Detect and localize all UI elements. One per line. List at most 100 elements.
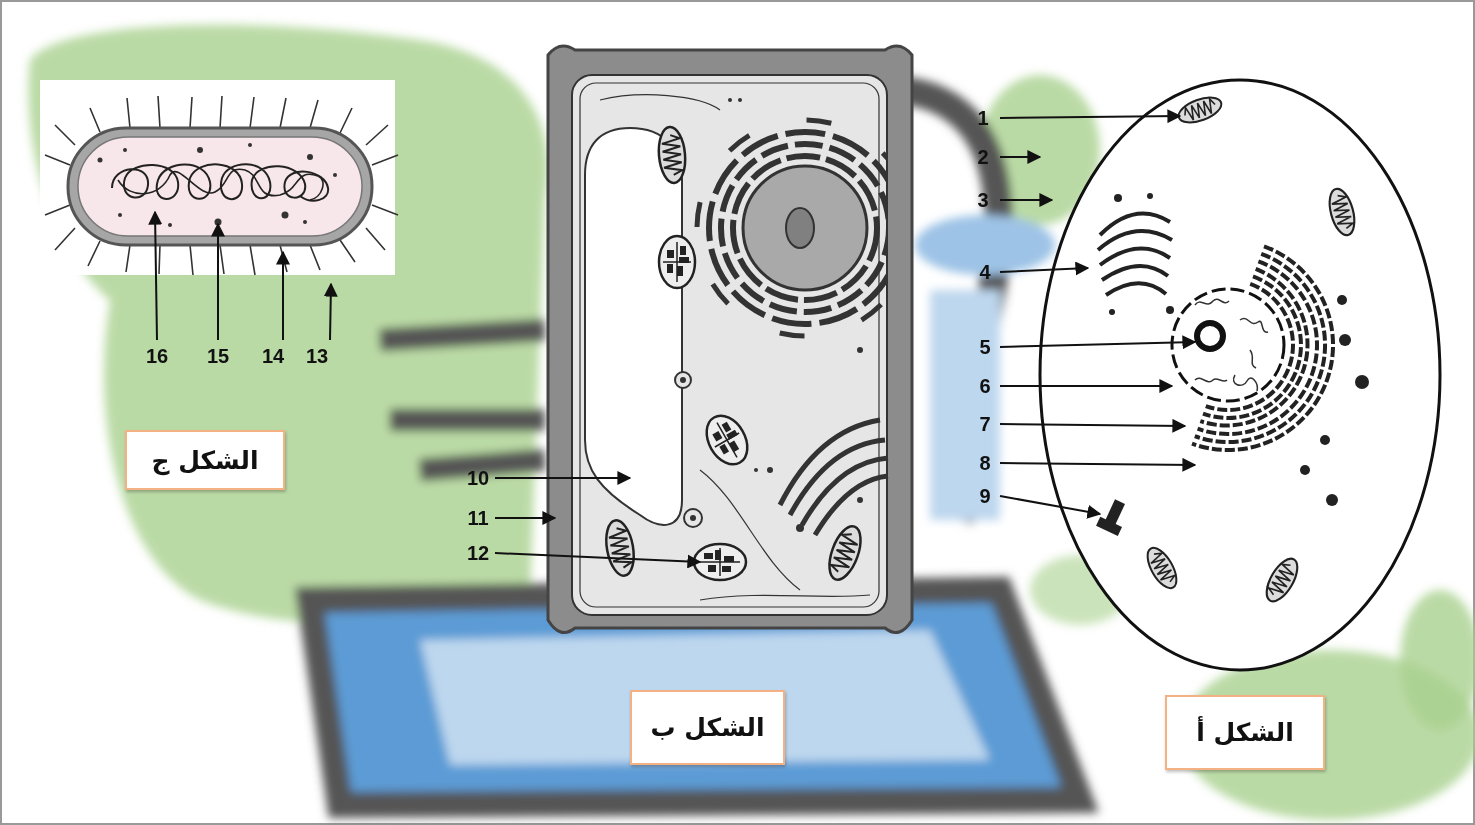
callout-number: 4 <box>979 261 990 284</box>
plant-cell <box>697 120 887 336</box>
blurred-background <box>28 25 1475 820</box>
callout-number: 10 <box>467 467 489 490</box>
animal-cell <box>1337 295 1347 305</box>
plant-cell <box>680 377 686 383</box>
leader-arrow <box>495 477 630 479</box>
animal-cell <box>1175 93 1224 128</box>
bacterial-cell <box>98 158 103 163</box>
bacterial-cell <box>282 212 289 219</box>
plant-cell <box>600 95 870 600</box>
animal-cell <box>1109 193 1174 315</box>
plant-cell <box>602 518 637 578</box>
plant-cell <box>585 128 682 525</box>
caption-box: الشكل ب <box>630 690 785 765</box>
plant-cell <box>697 120 887 336</box>
bacterial-cell <box>248 143 252 147</box>
callout-number: 8 <box>979 452 990 475</box>
figure-caption: الشكل ب <box>650 713 764 742</box>
leader-arrow <box>1000 342 1195 347</box>
blurred-background <box>930 290 1000 520</box>
plant-cell <box>767 467 773 473</box>
caption-box: الشكل ج <box>125 430 285 490</box>
plant-cell <box>857 497 863 503</box>
animal-cell <box>1109 309 1115 315</box>
callout-number: 15 <box>207 345 229 368</box>
animal-cell <box>1040 80 1440 670</box>
animal-cell <box>1300 295 1369 506</box>
bacterial-cell <box>68 128 372 245</box>
plant-cell <box>659 236 695 288</box>
callout-number: 6 <box>979 375 990 398</box>
callout-number: 3 <box>977 189 988 212</box>
plant-cell <box>694 544 746 580</box>
bacterial-cell <box>303 220 307 224</box>
animal-cell <box>1195 299 1268 391</box>
plant-cell <box>580 83 879 607</box>
plant-cell <box>709 132 887 324</box>
plant-cell <box>733 156 877 300</box>
plant-cell <box>743 166 867 290</box>
plant-cell <box>780 420 888 535</box>
plant-cell <box>738 98 742 102</box>
leader-arrow <box>495 517 555 519</box>
animal-cell <box>1114 194 1122 202</box>
animal-cell <box>1142 543 1182 592</box>
leader-arrow <box>155 116 1195 562</box>
callout-number: 9 <box>979 485 990 508</box>
animal-cell <box>1325 186 1359 238</box>
bacterial-cell <box>98 143 338 227</box>
plant-cell <box>675 372 691 388</box>
callout-number: 1 <box>977 107 988 130</box>
animal-cell <box>1339 334 1351 346</box>
plant-cell <box>857 347 863 353</box>
leader-arrow <box>1000 199 1052 201</box>
plant-cell <box>823 522 867 584</box>
leader-arrow <box>330 284 331 340</box>
animal-cell <box>1147 193 1153 199</box>
bacterial-cell <box>118 213 122 217</box>
leader-arrow <box>1000 463 1195 465</box>
animal-cell <box>1355 375 1369 389</box>
bacterial-cell <box>118 169 323 200</box>
bacterial-cell <box>197 147 203 153</box>
callout-number: 5 <box>979 336 990 359</box>
plant-cell <box>657 126 688 184</box>
callout-number: 14 <box>262 345 284 368</box>
plant-cell <box>548 46 913 633</box>
plant-cell <box>796 524 804 532</box>
plant-cell <box>728 98 863 532</box>
animal-cell <box>1300 465 1310 475</box>
plant-cell <box>698 408 755 471</box>
blurred-background <box>28 25 548 625</box>
bacterial-cell <box>123 148 127 152</box>
callout-number: 16 <box>146 345 168 368</box>
figure-caption: الشكل أ <box>1196 718 1294 747</box>
leader-arrow <box>1000 424 1185 426</box>
leader-arrow <box>1000 156 1040 158</box>
leader-arrow <box>282 252 284 340</box>
animal-cell <box>1040 80 1440 670</box>
figure-caption: الشكل ج <box>152 446 259 475</box>
plant-cell <box>786 208 814 248</box>
leader-arrow <box>1000 116 1180 118</box>
bacterial-cell <box>307 154 313 160</box>
leader-arrow <box>495 553 700 562</box>
bacterial-cell <box>168 223 172 227</box>
animal-cell <box>1326 494 1338 506</box>
leader-arrow <box>1000 496 1100 514</box>
bacterial-cell <box>112 164 328 200</box>
blurred-background <box>380 330 545 470</box>
animal-cell <box>1098 214 1172 295</box>
animal-cell <box>1096 517 1122 536</box>
bacterial-cell <box>333 173 337 177</box>
plant-cell <box>721 144 887 312</box>
bacterial-cell <box>45 96 398 275</box>
animal-cell <box>1261 554 1304 606</box>
animal-cell <box>1096 497 1131 536</box>
callout-number: 2 <box>977 146 988 169</box>
leader-arrow <box>1000 385 1172 387</box>
plant-cell <box>690 515 696 521</box>
